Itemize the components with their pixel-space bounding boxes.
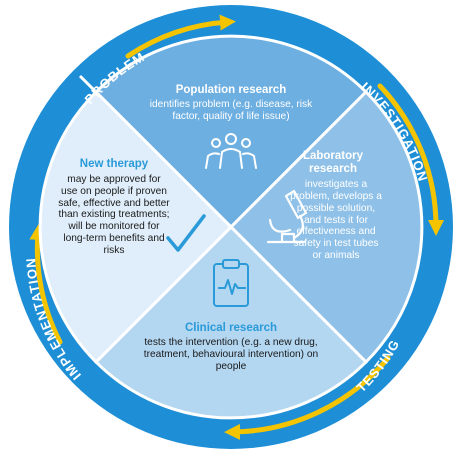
quadrant-left: [38, 89, 234, 365]
quadrant-top-body: identifies problem (e.g. disease, risk f…: [149, 99, 313, 122]
arrow-testing: [224, 355, 391, 440]
quadrant-left-title: New therapy: [79, 158, 149, 170]
quadrant-left-body: may be approved for use on people if pro…: [58, 174, 170, 256]
quadrant-bottom-body: tests the intervention (e.g. a new drug,…: [143, 337, 319, 372]
arrow-investigation: [377, 83, 445, 236]
quadrant-right-title: Laboratory research: [302, 150, 364, 176]
arrow-implementation: [29, 224, 63, 345]
microscope-icon: [266, 189, 308, 244]
quadrant-bottom: [93, 224, 369, 420]
quadrant-top-title: Population research: [175, 84, 287, 96]
people-group-icon: [205, 133, 257, 169]
quadrant-left-text: New therapy may be approved for use on p…: [58, 158, 170, 256]
quadrant-bottom-title: Clinical research: [184, 322, 278, 334]
checkmark-icon: [166, 214, 206, 252]
quadrant-bottom-text: Clinical research tests the intervention…: [140, 322, 322, 372]
clipboard-heartbeat-icon: [213, 259, 249, 307]
cycle-arrows: [29, 14, 445, 440]
quadrant-top-text: Population research identifies problem (…: [145, 84, 317, 123]
quadrant-right: [228, 89, 424, 365]
quadrant-right-body: investigates a problem, develops a possi…: [290, 179, 382, 261]
ring-divider: [78, 74, 98, 94]
quadrant-right-text: Laboratory research investigates a probl…: [284, 150, 382, 261]
quadrants: [38, 34, 424, 420]
quadrant-top: [93, 34, 369, 230]
arrow-problem: [125, 14, 236, 59]
